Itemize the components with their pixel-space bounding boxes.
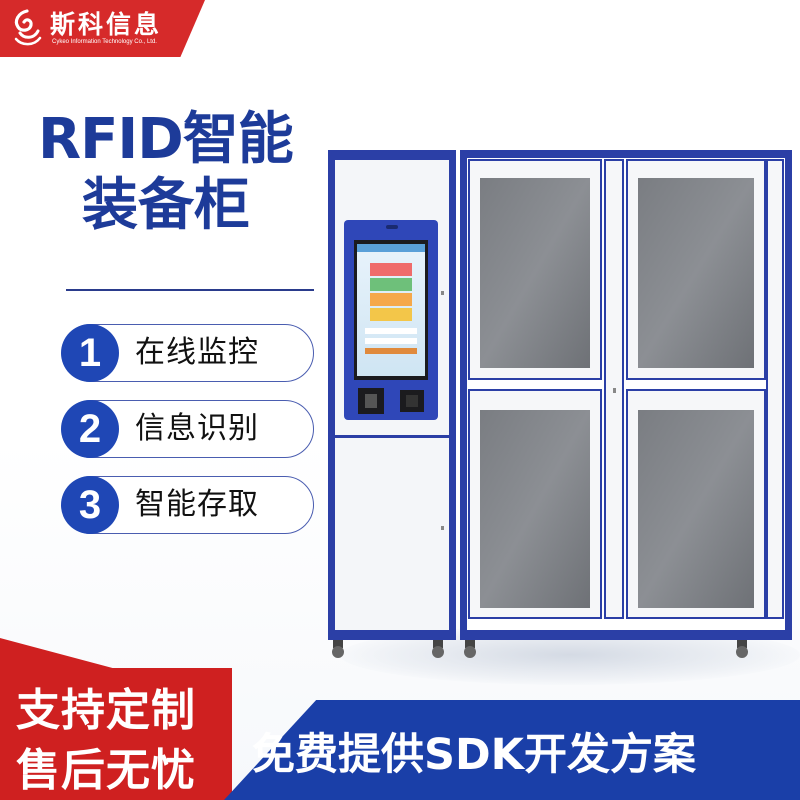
title-line-1: RFID智能 [38,107,294,172]
feature-number-badge: 2 [61,400,119,458]
sdk-offer-text: 免费提供SDK开发方案 [252,730,696,780]
control-unit [328,150,456,658]
feature-number-badge: 1 [61,324,119,382]
custom-support-text: 支持定制 [16,685,196,736]
feature-item-3: 3 智能存取 [61,476,314,534]
brand-tag: 斯科信息 Cykeo Information Technology Co., L… [0,0,205,57]
title-divider [66,289,314,291]
locker-unit [460,150,792,658]
after-sales-text: 售后无忧 [16,745,196,796]
feature-item-2: 2 信息识别 [61,400,314,458]
feature-label: 智能存取 [135,487,259,522]
swirl-logo-icon [14,9,42,46]
blue-banner [224,700,800,800]
feature-label: 在线监控 [135,335,259,370]
rfid-cabinet-illustration [328,150,792,658]
page-title: RFID智能 装备柜 [38,112,338,234]
title-line-2: 装备柜 [82,173,250,238]
red-banner-accent [0,638,120,670]
feature-label: 信息识别 [135,411,259,446]
brand-name: 斯科信息 [50,10,163,39]
feature-item-1: 1 在线监控 [61,324,314,382]
brand-subtitle: Cykeo Information Technology Co., Ltd. [52,39,157,45]
red-banner [0,668,232,800]
feature-number-badge: 3 [61,476,119,534]
